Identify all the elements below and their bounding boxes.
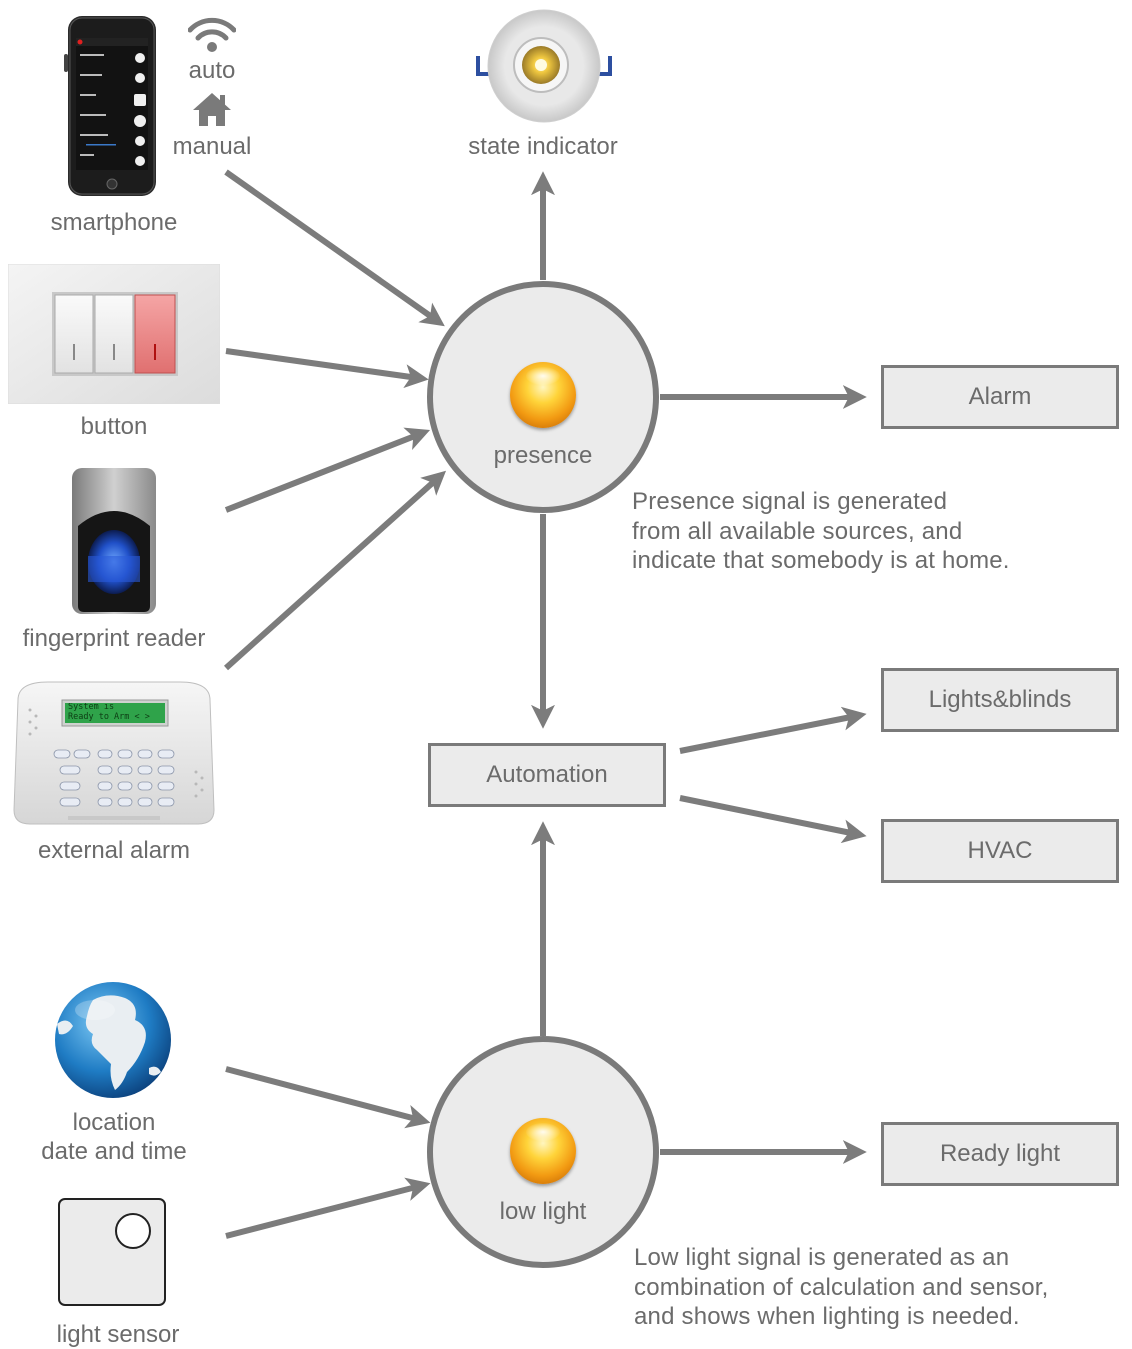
- presence-node-label: presence: [493, 442, 593, 469]
- globe-icon: [55, 982, 171, 1098]
- arrow-automation-to-hvac: [679, 795, 867, 844]
- arrow-external-alarm-to-presence: [223, 470, 447, 671]
- button-label: button: [80, 413, 148, 440]
- external-alarm-label: external alarm: [37, 837, 191, 864]
- state-indicator-lamp-icon: [476, 9, 612, 123]
- lights-blinds-output-box: Lights&blinds: [881, 668, 1119, 732]
- presence-lamp-icon: [510, 362, 576, 428]
- presence-note-line-2: from all available sources, and: [632, 517, 963, 545]
- low-light-note-line-1: Low light signal is generated as an: [634, 1244, 1010, 1271]
- light-sensor-icon: [58, 1198, 166, 1306]
- home-icon: [193, 93, 231, 126]
- smartphone-icon: [64, 16, 156, 196]
- smartphone-label: smartphone: [50, 209, 178, 236]
- alarm-output-box: Alarm: [881, 365, 1119, 429]
- arrow-location-to-low-light: [225, 1066, 431, 1129]
- low-light-note-line-3: and shows when lighting is needed.: [634, 1303, 1020, 1330]
- location-label-line-2: date and time: [41, 1138, 187, 1165]
- presence-note: Presence signal is generated from all av…: [632, 487, 1010, 576]
- automation-box: Automation: [428, 743, 666, 807]
- alarm-keypad-icon: System is Ready to Arm < >: [8, 680, 220, 826]
- wifi-icon: [188, 17, 236, 52]
- arrow-fingerprint-to-presence: [224, 427, 431, 513]
- state-indicator-label: state indicator: [468, 133, 618, 160]
- ready-light-output-box: Ready light: [881, 1122, 1119, 1186]
- low-light-note: Low light signal is generated as an comb…: [634, 1243, 1049, 1332]
- keypad-display: System is Ready to Arm < >: [65, 703, 165, 723]
- arrow-sensor-to-low-light: [225, 1177, 431, 1239]
- presence-note-line-1: Presence signal is generated: [632, 488, 948, 515]
- location-label-line-1: location: [72, 1109, 156, 1136]
- fingerprint-reader-label: fingerprint reader: [22, 625, 206, 652]
- low-light-lamp-icon: [510, 1118, 576, 1184]
- manual-mode-label: manual: [172, 133, 252, 160]
- low-light-node-label: low light: [499, 1198, 587, 1225]
- keypad-display-line-2: Ready to Arm < >: [68, 711, 150, 722]
- arrow-automation-to-lights: [679, 706, 867, 754]
- arrow-button-to-presence: [225, 348, 429, 389]
- fingerprint-reader-icon: [72, 468, 156, 614]
- keypad-display-line-1: System is: [68, 703, 115, 712]
- light-sensor-label: light sensor: [56, 1321, 180, 1348]
- presence-note-line-3: indicate that somebody is at home.: [632, 547, 1010, 574]
- low-light-note-line-2: combination of calculation and sensor,: [634, 1273, 1049, 1301]
- wall-switch-icon: [8, 264, 220, 404]
- arrow-smartphone-to-presence: [224, 169, 445, 327]
- hvac-output-box: HVAC: [881, 819, 1119, 883]
- auto-mode-label: auto: [188, 57, 236, 84]
